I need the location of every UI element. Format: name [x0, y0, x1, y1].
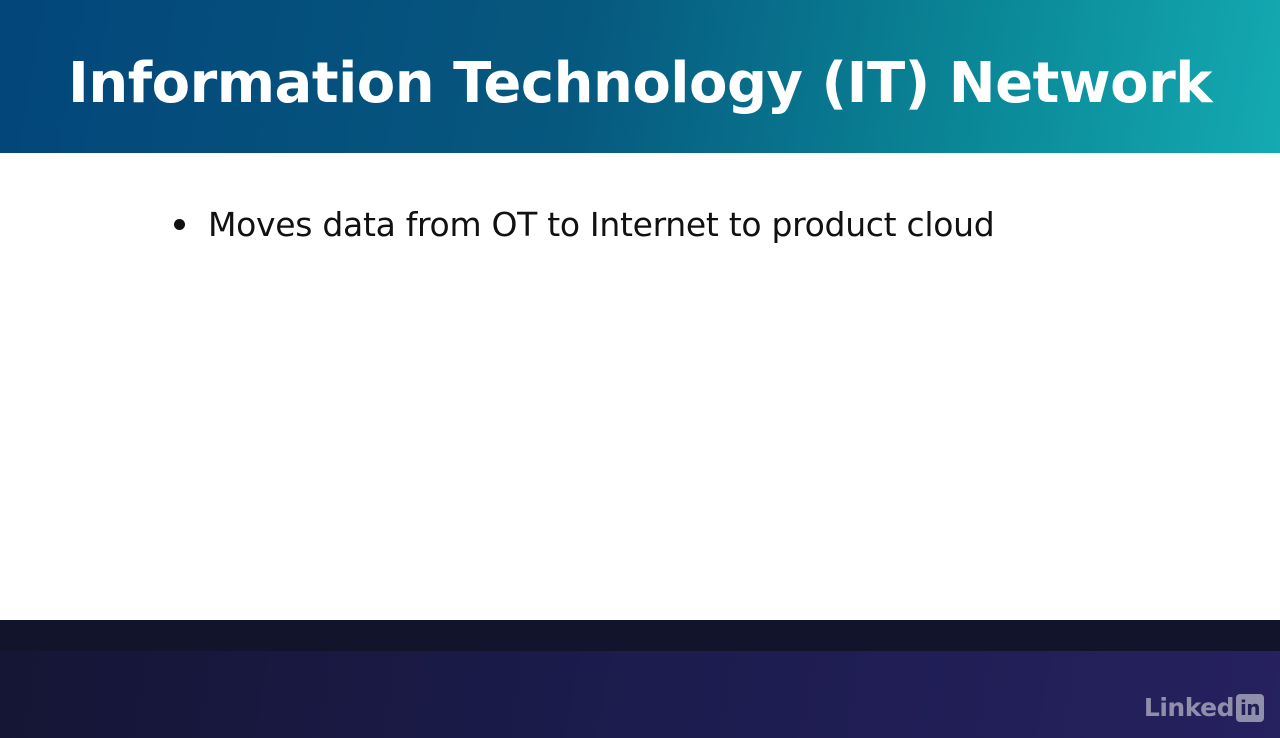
slide-header: Information Technology (IT) Network — [0, 0, 1280, 153]
logo-box: in — [1236, 693, 1264, 722]
logo-text: Linked — [1143, 693, 1235, 722]
bullet-list: Moves data from OT to Internet to produc… — [172, 203, 995, 245]
slide-content: Moves data from OT to Internet to produc… — [0, 153, 1280, 620]
slide-footer: Linked in — [0, 651, 1280, 738]
slide-title: Information Technology (IT) Network — [68, 51, 1212, 116]
bullet-dot-icon — [174, 218, 185, 230]
linkedin-logo-icon: Linked in — [1144, 693, 1264, 722]
bullet-item: Moves data from OT to Internet to produc… — [172, 203, 995, 245]
bullet-text: Moves data from OT to Internet to produc… — [208, 204, 995, 244]
footer-band — [0, 620, 1280, 651]
